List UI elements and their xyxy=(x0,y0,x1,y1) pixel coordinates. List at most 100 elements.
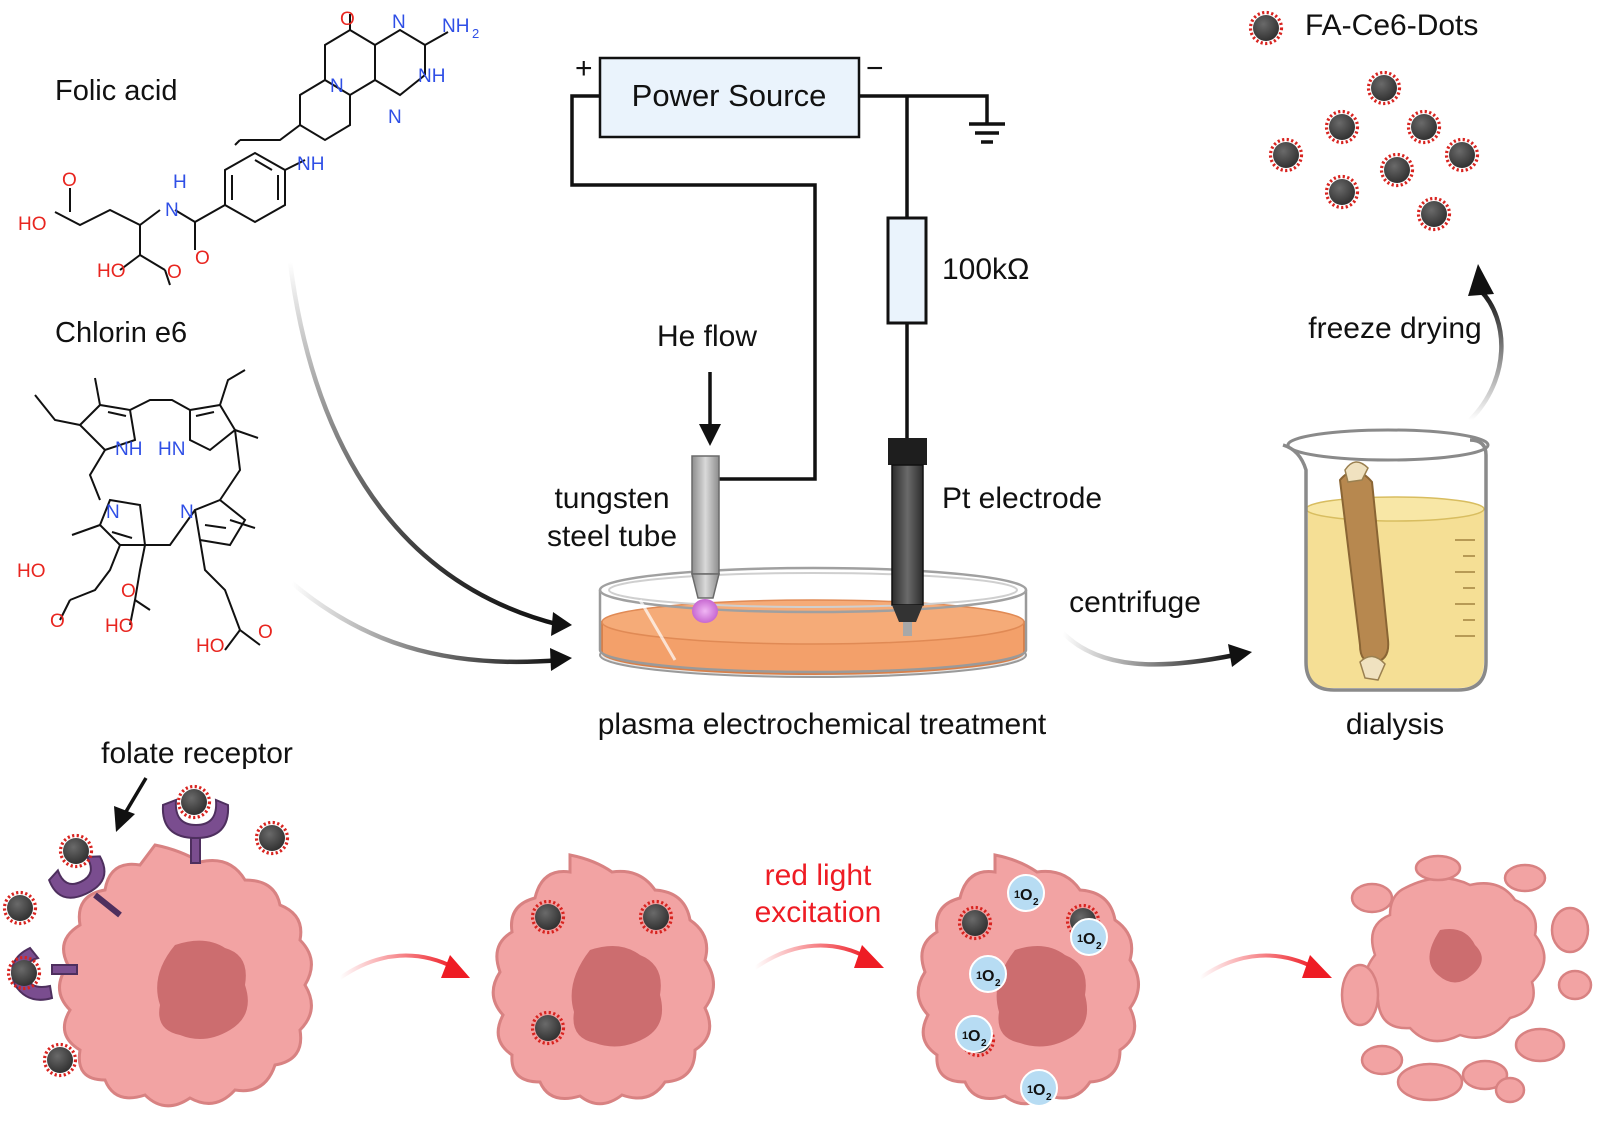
atom-n-3: N xyxy=(388,107,402,128)
free-dot-3 xyxy=(42,1042,78,1078)
fragment-9 xyxy=(1461,1059,1509,1091)
fragment-10 xyxy=(1514,1027,1566,1063)
circuit: Power Source + − 100kΩ xyxy=(570,52,1029,481)
resistor xyxy=(886,216,928,325)
fragment-2 xyxy=(1414,854,1462,882)
beaker-scale xyxy=(1455,539,1475,637)
dot-5 xyxy=(1444,137,1480,173)
minus-sign: − xyxy=(866,52,884,85)
treatment-label: plasma electrochemical treatment xyxy=(598,708,1047,741)
power-source-label: Power Source xyxy=(632,78,827,113)
folate-receptor-arrow xyxy=(122,777,148,816)
atom-n-amide: N xyxy=(165,200,179,221)
svg-text:1: 1 xyxy=(976,970,982,982)
singlet-oxygen-4: 1 O 2 xyxy=(955,1015,993,1053)
arrow-head-1 xyxy=(551,612,572,636)
dialysis-label: dialysis xyxy=(1346,708,1444,741)
red-arrow-1 xyxy=(338,953,456,980)
beaker-liquid-surface xyxy=(1305,496,1485,522)
atom-n-1: N xyxy=(392,12,406,33)
atom-nh-1: NH xyxy=(115,439,142,460)
atom-nh2: NH xyxy=(442,16,469,37)
fragment-5 xyxy=(1557,969,1593,1001)
folate-receptor-arrow-head xyxy=(114,806,135,832)
atom-o-acid2: O xyxy=(167,262,182,283)
atom-o-5: O xyxy=(121,581,136,602)
cell-3-nucleus xyxy=(996,946,1088,1047)
plus-sign: + xyxy=(575,52,593,85)
red-arrow-1-head xyxy=(441,955,470,978)
wire-ground xyxy=(859,94,989,124)
resistor-label: 100kΩ xyxy=(942,253,1029,286)
atom-nh-ring: NH xyxy=(418,66,445,87)
red-light-label-2: excitation xyxy=(755,896,882,929)
svg-text:O: O xyxy=(968,1028,980,1045)
freeze-drying-arrow xyxy=(1468,288,1504,422)
beaker-rim xyxy=(1286,428,1490,462)
red-arrow-2 xyxy=(753,943,869,970)
bound-dot-3 xyxy=(6,955,42,991)
folic-acid-bonds xyxy=(54,14,449,286)
svg-text:2: 2 xyxy=(1096,941,1102,952)
atom-h-amide: H xyxy=(173,172,187,193)
svg-text:O: O xyxy=(982,968,994,985)
bound-dot-1 xyxy=(58,833,94,869)
chlorin-e6-structure: Chlorin e6 xyxy=(17,317,273,657)
svg-text:1: 1 xyxy=(1077,933,1083,945)
centrifuge-label: centrifuge xyxy=(1069,586,1201,619)
dot-4 xyxy=(1268,137,1304,173)
pt-electrode-label: Pt electrode xyxy=(942,482,1102,515)
free-dot-2 xyxy=(2,890,38,926)
fragment-1 xyxy=(1350,882,1394,914)
svg-text:O: O xyxy=(1020,887,1032,904)
singlet-oxygen-group: 1 O 2 1 O 2 1 O 2 1 O 2 1 O 2 xyxy=(955,874,1108,1107)
cell-1-nucleus xyxy=(157,940,248,1039)
svg-text:2: 2 xyxy=(1033,897,1039,908)
freeze-drying-label: freeze drying xyxy=(1308,312,1481,345)
dish-rim xyxy=(598,566,1028,614)
atom-n-2: N xyxy=(330,76,344,97)
arrow-folic-to-dish xyxy=(287,261,561,628)
atom-ho-acid1: HO xyxy=(18,214,47,235)
singlet-oxygen-1: 1 O 2 xyxy=(1007,874,1045,912)
chlorin-atoms: NH HN N N HO O O HO HO O xyxy=(17,439,273,657)
red-arrow-3-head xyxy=(1302,955,1332,978)
atom-ho-5: HO xyxy=(105,616,134,637)
singlet-oxygen-2: 1 O 2 xyxy=(1070,918,1108,956)
folic-acid-structure: Folic acid xyxy=(18,9,479,286)
fragment-6 xyxy=(1340,963,1380,1027)
dish-wall xyxy=(598,590,1028,674)
legend-label: FA-Ce6-Dots xyxy=(1305,9,1478,42)
atom-ho-6: HO xyxy=(196,636,225,657)
legend-dot-icon xyxy=(1248,10,1284,46)
pt-electrode xyxy=(888,438,927,636)
beaker xyxy=(1282,428,1490,692)
atom-o-6: O xyxy=(258,622,273,643)
fragment-7 xyxy=(1360,1044,1404,1076)
he-flow-label: He flow xyxy=(657,320,757,353)
plasma-jet xyxy=(692,599,718,623)
wire-positive xyxy=(570,94,817,481)
ground-symbol xyxy=(969,122,1005,144)
folic-acid-label: Folic acid xyxy=(55,75,178,107)
dish-rim-inner xyxy=(608,572,1018,608)
fragment-3 xyxy=(1503,863,1547,893)
atom-n-5: N xyxy=(180,502,194,523)
centrifuge-arrow xyxy=(1061,631,1236,667)
dot-7 xyxy=(1324,174,1360,210)
svg-text:1: 1 xyxy=(1027,1084,1033,1096)
dish-glare xyxy=(638,599,677,661)
folate-receptor-label: folate receptor xyxy=(101,737,293,770)
atom-nh-linker: NH xyxy=(297,154,324,175)
cell-2 xyxy=(491,853,715,1106)
atom-ho-3: HO xyxy=(17,561,46,582)
cell-4-fragmented xyxy=(1340,854,1593,1104)
he-flow-arrow-head xyxy=(699,424,721,446)
svg-text:O: O xyxy=(1033,1082,1045,1099)
singlet-oxygen-3: 1 O 2 xyxy=(969,955,1007,993)
atom-nh2-sub: 2 xyxy=(472,26,479,41)
dot-8 xyxy=(1416,196,1452,232)
petri-dish xyxy=(598,566,1028,678)
dot-2 xyxy=(1324,109,1360,145)
arrow-chlorin-to-dish xyxy=(290,581,561,665)
